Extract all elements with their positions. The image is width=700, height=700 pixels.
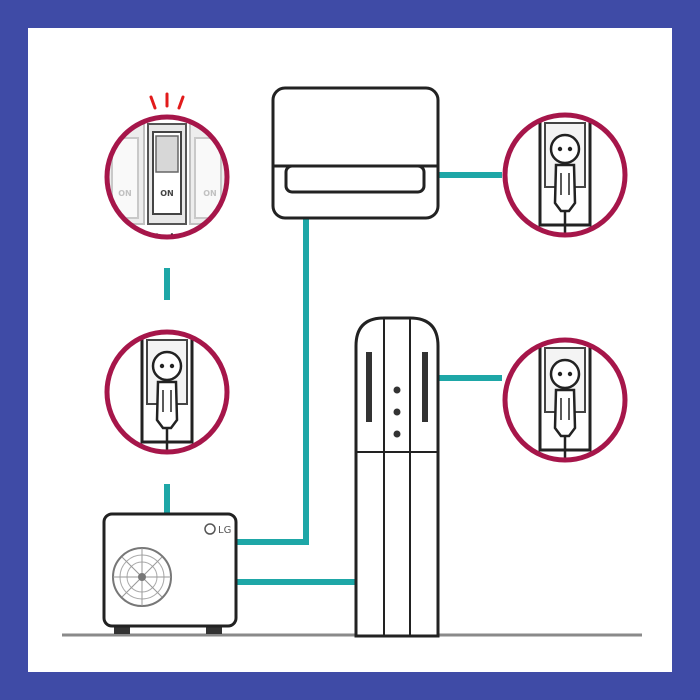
outlet-callout-indoor-unit [502, 112, 628, 238]
hydro-unit [354, 316, 440, 638]
switch-3-label: ON [203, 189, 217, 198]
active-indicator-icon [149, 92, 185, 110]
outdoor-unit: LG [102, 512, 238, 634]
brand-logo-icon [204, 523, 216, 535]
outlet-callouts [104, 112, 628, 463]
outlet-callout-outdoor-unit [104, 329, 230, 455]
indicator-light [393, 386, 401, 394]
connector-indoor-unit-to-outdoor-unit [236, 218, 309, 545]
fan-icon [112, 547, 172, 607]
switch-callout: ON ON ON 에어컨 [104, 92, 230, 240]
indicator-light [393, 430, 401, 438]
outlet-callout-hydro-unit [502, 337, 628, 463]
switch-2-label: ON [160, 189, 174, 198]
indoor-unit [271, 86, 440, 220]
outdoor-unit-brand: LG [218, 525, 231, 536]
power-switch-icon: ON [147, 123, 187, 225]
connector-lines [164, 172, 502, 585]
switch-1-label: ON [118, 189, 132, 198]
indicator-light [393, 408, 401, 416]
